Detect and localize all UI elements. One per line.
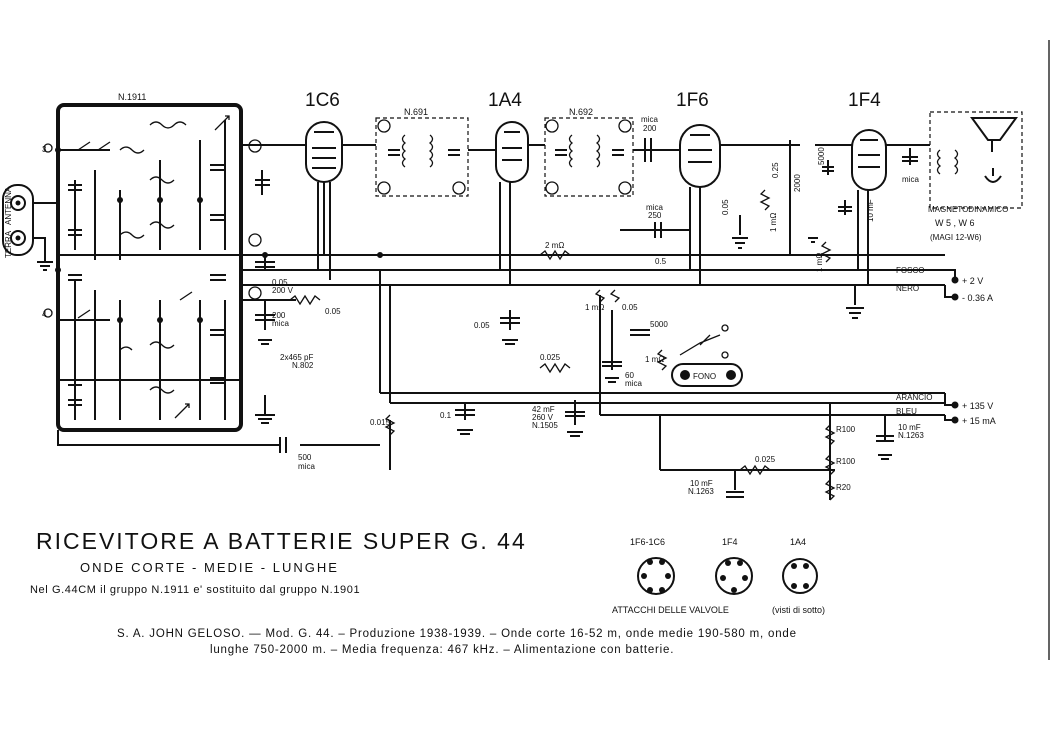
ground-symbols xyxy=(255,395,275,424)
svg-text:1F6-1C6: 1F6-1C6 xyxy=(630,537,665,547)
svg-text:10 mF: 10 mF xyxy=(866,199,875,222)
svg-text:NERO: NERO xyxy=(896,284,919,293)
credit-line-1: S. A. JOHN GELOSO. — Mod. G. 44. – Produ… xyxy=(117,628,797,640)
credit-line-2: lunghe 750-2000 m. – Media frequenza: 46… xyxy=(210,644,675,656)
svg-text:5000: 5000 xyxy=(650,320,668,329)
supply-terminals: FOSCO NERO ARANCIO BLEU + 2 V - 0.36 A +… xyxy=(896,266,996,426)
svg-text:1 mΩ: 1 mΩ xyxy=(585,303,604,312)
fono-label: FONO xyxy=(693,372,716,381)
svg-text:mica: mica xyxy=(298,462,315,471)
tube-1f6 xyxy=(679,124,721,188)
svg-text:W 5 , W 6: W 5 , W 6 xyxy=(935,218,975,228)
svg-text:500: 500 xyxy=(298,453,312,462)
socket-1f4 xyxy=(715,557,753,595)
diagram-subtitle: ONDE CORTE - MEDIE - LUNGHE xyxy=(80,560,339,575)
socket-1f6-1c6 xyxy=(637,557,675,595)
svg-text:60: 60 xyxy=(625,371,634,380)
svg-text:0.5: 0.5 xyxy=(655,257,667,266)
tube-sockets: 1F6-1C6 1F4 1A4 ATTACCHI DELLE VALVOLE (… xyxy=(612,537,825,615)
diagram-note: Nel G.44CM il gruppo N.1911 e' sostituit… xyxy=(30,584,361,596)
svg-text:200 V: 200 V xyxy=(272,286,294,295)
svg-text:0.05: 0.05 xyxy=(325,307,341,316)
svg-text:N.692: N.692 xyxy=(569,107,593,117)
svg-text:N.1263: N.1263 xyxy=(688,487,714,496)
svg-text:1 mΩ: 1 mΩ xyxy=(815,253,824,272)
svg-text:0.05: 0.05 xyxy=(622,303,638,312)
svg-text:ARANCIO: ARANCIO xyxy=(896,393,932,402)
svg-text:1F4: 1F4 xyxy=(722,537,738,547)
svg-text:5000: 5000 xyxy=(817,147,826,165)
svg-text:mica: mica xyxy=(902,175,919,184)
tube-1c6 xyxy=(305,121,343,183)
svg-text:1A4: 1A4 xyxy=(790,537,806,547)
svg-text:4: 4 xyxy=(42,310,47,319)
if-transformer-n691: N.691 xyxy=(375,107,469,197)
coil-group-n1911: N.1911 3 4 xyxy=(42,92,243,432)
svg-text:250: 250 xyxy=(648,211,662,220)
svg-text:MAGNETODINAMICO: MAGNETODINAMICO xyxy=(928,205,1008,214)
svg-text:2000: 2000 xyxy=(793,174,802,192)
svg-text:N.802: N.802 xyxy=(292,361,314,370)
speaker: MAGNETODINAMICO W 5 , W 6 (MAGI 12-W6) xyxy=(928,111,1023,242)
svg-text:FOSCO: FOSCO xyxy=(896,266,924,275)
svg-text:+ 135 V: + 135 V xyxy=(962,401,993,411)
svg-text:mica: mica xyxy=(646,203,663,212)
svg-text:200: 200 xyxy=(643,124,657,133)
svg-text:(visti di sotto): (visti di sotto) xyxy=(772,605,825,615)
output-section: 5000 mica 10 mF 1 mΩ xyxy=(808,144,930,319)
svg-text:N.1505: N.1505 xyxy=(532,421,558,430)
svg-text:0.25: 0.25 xyxy=(771,162,780,178)
svg-text:BLEU: BLEU xyxy=(896,407,917,416)
diagram-title: RICEVITORE A BATTERIE SUPER G. 44 xyxy=(36,528,527,554)
svg-text:0.05: 0.05 xyxy=(721,199,730,215)
svg-text:+ 2 V: + 2 V xyxy=(962,276,983,286)
svg-text:2x465 pF: 2x465 pF xyxy=(280,353,313,362)
svg-text:2 mΩ: 2 mΩ xyxy=(545,241,564,250)
svg-text:+ 15 mA: + 15 mA xyxy=(962,416,996,426)
svg-text:mica: mica xyxy=(272,319,289,328)
svg-text:- 0.36 A: - 0.36 A xyxy=(962,293,993,303)
tube-label-1c6: 1C6 xyxy=(305,90,340,111)
svg-text:1 mΩ: 1 mΩ xyxy=(645,355,664,364)
svg-text:42 mF: 42 mF xyxy=(532,405,555,414)
bias-divider: R100 R100 R20 0.025 10 mFN.1263 10 mFN.1… xyxy=(599,295,924,501)
svg-text:0.025: 0.025 xyxy=(540,353,561,362)
tube-1f4 xyxy=(851,129,887,191)
svg-text:0.1: 0.1 xyxy=(440,411,452,420)
svg-text:R20: R20 xyxy=(836,483,851,492)
tube-label-1f4: 1F4 xyxy=(848,90,881,111)
svg-text:ATTACCHI DELLE VALVOLE: ATTACCHI DELLE VALVOLE xyxy=(612,605,729,615)
svg-text:0.05: 0.05 xyxy=(272,278,288,287)
svg-text:R100: R100 xyxy=(836,425,856,434)
svg-text:R100: R100 xyxy=(836,457,856,466)
svg-text:mica: mica xyxy=(625,379,642,388)
svg-text:(MAGI 12-W6): (MAGI 12-W6) xyxy=(930,233,982,242)
svg-text:mica: mica xyxy=(641,115,658,124)
tube-label-1a4: 1A4 xyxy=(488,90,522,111)
tube-1a4 xyxy=(495,121,529,183)
svg-text:0.025: 0.025 xyxy=(755,455,776,464)
antenna-label: ANTENNA xyxy=(4,186,13,225)
svg-text:1 mΩ: 1 mΩ xyxy=(769,213,778,232)
svg-text:260 V: 260 V xyxy=(532,413,554,422)
svg-text:3: 3 xyxy=(42,145,47,154)
svg-text:10 mF: 10 mF xyxy=(898,423,921,432)
svg-text:N.691: N.691 xyxy=(404,107,428,117)
svg-text:10 mF: 10 mF xyxy=(690,479,713,488)
if-transformer-n692: N.692 xyxy=(544,107,634,197)
svg-text:0.05: 0.05 xyxy=(474,321,490,330)
antenna-terminals: ANTENNA TERRA xyxy=(2,184,58,271)
group-label: N.1911 xyxy=(118,92,146,102)
socket-1a4 xyxy=(782,558,818,594)
svg-text:N.1263: N.1263 xyxy=(898,431,924,440)
svg-text:0.015: 0.015 xyxy=(370,418,391,427)
terra-label: TERRA xyxy=(4,230,13,258)
tube-label-1f6: 1F6 xyxy=(676,90,709,111)
svg-text:200: 200 xyxy=(272,311,286,320)
